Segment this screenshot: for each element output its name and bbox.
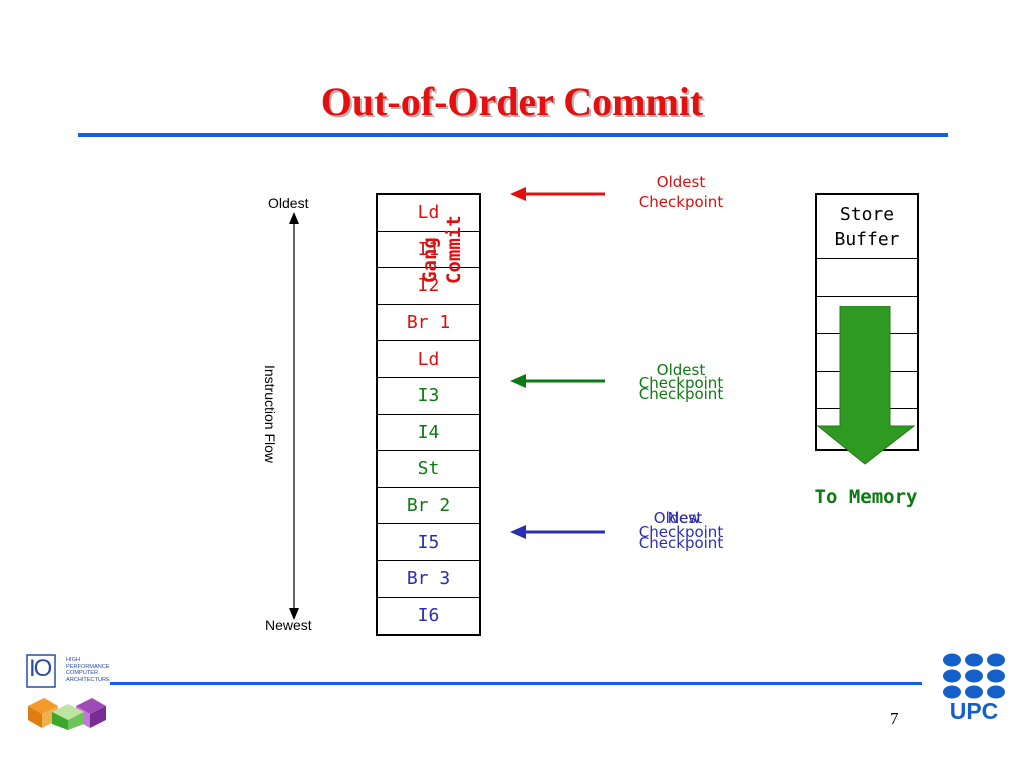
instruction-row: I1: [378, 232, 479, 269]
axis-top-label: Oldest: [268, 195, 309, 211]
hpc-logo: IO HIGH PERFORMANCE COMPUTER ARCHITECTUR…: [26, 654, 110, 730]
instruction-label: I5: [417, 531, 440, 553]
to-memory-label: To Memory: [814, 486, 918, 508]
upc-logo: UPC: [942, 652, 1006, 724]
instruction-label: I6: [417, 605, 440, 627]
instruction-row: I5: [378, 524, 479, 561]
instruction-row: Br 1: [378, 305, 479, 342]
oldest-checkpoint-arrow-green: [510, 374, 605, 388]
instruction-row: Br 2: [378, 488, 479, 525]
instruction-label: I2: [417, 275, 440, 297]
instruction-row: Ld: [378, 195, 479, 232]
new-checkpoint-arrow-blue: [510, 525, 605, 539]
oldest-checkpoint-arrow-red: [510, 187, 605, 201]
instruction-label: I3: [417, 385, 440, 407]
upc-logo-text: UPC: [949, 698, 999, 724]
instruction-label: I4: [417, 421, 440, 443]
instruction-row: I3: [378, 378, 479, 415]
instruction-row: Br 3: [378, 561, 479, 598]
instruction-label: St: [417, 458, 440, 480]
instruction-label: Br 1: [406, 312, 451, 334]
checkpoint-label-red: Oldest Checkpoint: [638, 173, 724, 211]
store-buffer-title: Store Buffer: [817, 195, 917, 259]
hpc-logo-text: HIGH PERFORMANCE COMPUTER ARCHITECTURE: [66, 657, 110, 683]
instruction-label: Ld: [417, 202, 440, 224]
instruction-row: I2: [378, 268, 479, 305]
footer-rule: [110, 682, 922, 685]
axis-bottom-label: Newest: [265, 617, 312, 633]
axis-side-label: Instruction Flow: [262, 364, 278, 464]
instruction-label: Br 3: [406, 568, 451, 590]
upc-logo-dots: [943, 653, 1005, 699]
instruction-label: I1: [417, 238, 440, 260]
instruction-row: Ld: [378, 341, 479, 378]
instruction-flow-axis: [289, 212, 299, 620]
title-underline: [78, 133, 948, 137]
page-number: 7: [890, 709, 899, 728]
store-buffer-slot: [817, 259, 917, 297]
slide-title: Out-of-Order Commit: [320, 79, 704, 124]
checkpoint-label-blue: Oldest New Checkpoint Checkpoint: [638, 509, 724, 552]
instruction-row: I4: [378, 415, 479, 452]
instruction-row: I6: [378, 598, 479, 635]
instruction-row: St: [378, 451, 479, 488]
checkpoint-label-green: Oldest Checkpoint Checkpoint: [638, 361, 724, 403]
gang-commit-label: Gang Commit: [419, 215, 465, 284]
hpc-logo-cubes: [26, 654, 106, 730]
instruction-label: Br 2: [406, 495, 451, 517]
down-arrow-to-memory: [817, 306, 915, 465]
hpc-logo-mark: IO: [29, 655, 52, 682]
instruction-label: Ld: [417, 348, 440, 370]
